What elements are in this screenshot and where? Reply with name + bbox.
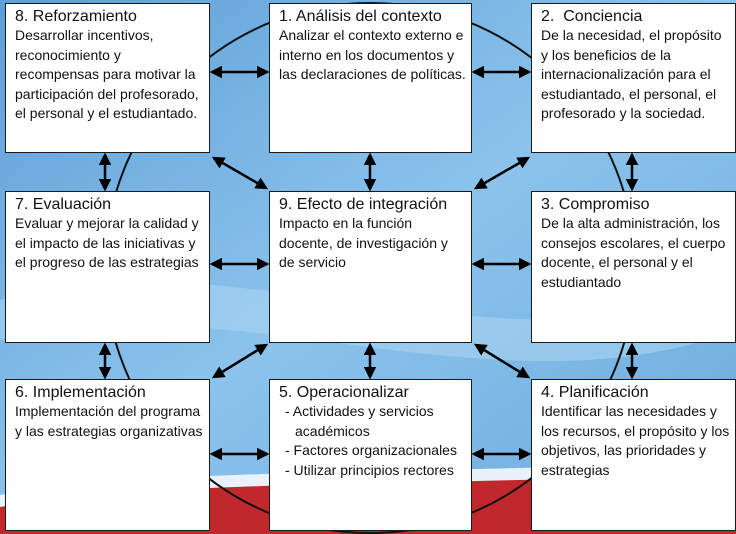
- step-4-planning-box: 4. Planificación Identificar las necesid…: [531, 379, 736, 531]
- step-5-operationalize-box: 5. Operacionalizar - Actividades y servi…: [269, 379, 472, 531]
- step-3-commitment-box: 3. Compromiso De la alta administración,…: [531, 191, 736, 343]
- step-4-title: 4. Planificación: [541, 384, 649, 401]
- step-2-awareness-box: 2. Conciencia De la necesidad, el propós…: [531, 3, 736, 153]
- step-5-bullet: - Utilizar principios rectores: [285, 461, 454, 478]
- connector-arrows: [98, 65, 639, 461]
- step-7-evaluation-box: 7. Evaluación Evaluar y mejorar la calid…: [5, 191, 210, 343]
- step-9-integration-effect-box: 9. Efecto de integración Impacto en la f…: [269, 191, 472, 343]
- arrow-9-8: [211, 156, 269, 190]
- step-4-body: Identificar las necesidades y los recurs…: [541, 403, 730, 478]
- step-8-body: Desarrollar incentivos, reconocimiento y…: [15, 27, 199, 121]
- step-2-title: 2. Conciencia: [541, 8, 643, 25]
- step-8-title: 8. Reforzamiento: [15, 8, 137, 25]
- step-7-body: Evaluar y mejorar la calidad y el impact…: [15, 215, 199, 270]
- arrow-9-6: [211, 343, 269, 379]
- step-9-body: Impacto en la función docente, de invest…: [279, 215, 448, 270]
- step-6-implementation-box: 6. Implementación Implementación del pro…: [5, 379, 210, 531]
- step-1-title: 1. Análisis del contexto: [279, 8, 442, 25]
- step-3-title: 3. Compromiso: [541, 196, 650, 213]
- step-2-body: De la necesidad, el propósito y los bene…: [541, 27, 722, 121]
- step-5-bullet: - Actividades y servicios académicos: [285, 403, 434, 439]
- arrow-9-2: [473, 156, 531, 190]
- step-6-title: 6. Implementación: [15, 384, 146, 401]
- step-6-body: Implementación del programa y las estrat…: [15, 403, 203, 439]
- arrow-9-4: [473, 343, 531, 379]
- step-5-title: 5. Operacionalizar: [279, 384, 409, 401]
- step-5-bullet: - Factores organizacionales: [285, 442, 457, 458]
- step-1-context-analysis-box: 1. Análisis del contexto Analizar el con…: [269, 3, 472, 153]
- step-9-title: 9. Efecto de integración: [279, 196, 448, 213]
- step-3-body: De la alta administración, los consejos …: [541, 215, 726, 290]
- step-1-body: Analizar el contexto externo e interno e…: [279, 27, 466, 82]
- step-8-reinforcement-box: 8. Reforzamiento Desarrollar incentivos,…: [5, 3, 210, 153]
- step-7-title: 7. Evaluación: [15, 196, 112, 213]
